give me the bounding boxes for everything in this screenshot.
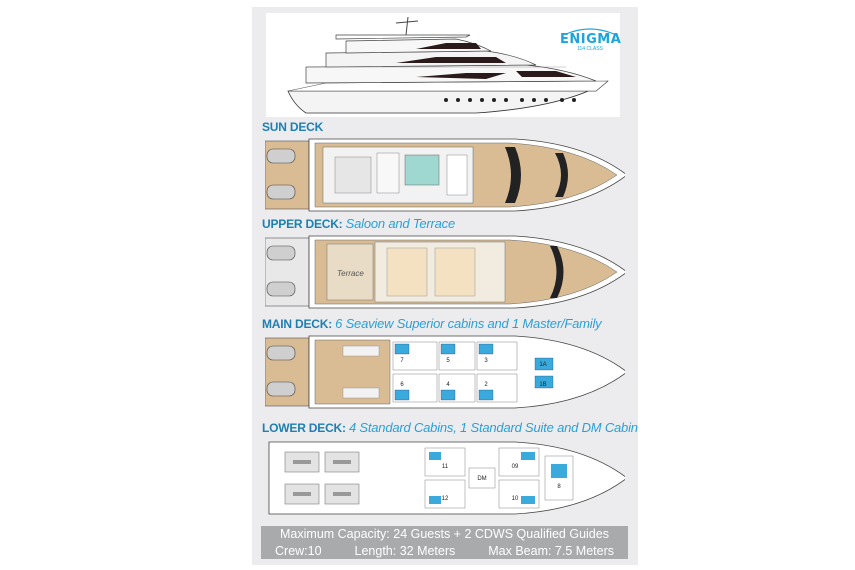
logo-text: ENIGMA xyxy=(560,32,622,47)
cabin-number: 5 xyxy=(446,358,450,364)
yacht-profile-image xyxy=(266,13,620,117)
cabin-number: 1A xyxy=(539,362,546,368)
logo-subtitle: 114 CLASS xyxy=(577,46,603,52)
cabin-number: 1B xyxy=(539,382,546,388)
deck-name: SUN DECK xyxy=(262,120,324,134)
specs-row: Crew:10 Length: 32 Meters Max Beam: 7.5 … xyxy=(261,543,628,559)
cabin-number: 12 xyxy=(442,496,449,502)
cabin-number: DM xyxy=(477,476,486,482)
main-deck-label: MAIN DECK: 6 Seaview Superior cabins and… xyxy=(262,316,602,331)
cabin-number: 6 xyxy=(400,382,404,388)
terrace-label: Terrace xyxy=(337,269,364,278)
yacht-profile-drawing xyxy=(287,16,609,114)
deck-name: MAIN DECK: xyxy=(262,317,332,331)
deck-name: UPPER DECK: xyxy=(262,217,343,231)
cabin-number: 4 xyxy=(446,382,450,388)
deck-name: LOWER DECK: xyxy=(262,421,346,435)
enigma-logo: ENIGMA 114 CLASS xyxy=(560,26,622,56)
beam-info: Max Beam: 7.5 Meters xyxy=(488,544,614,558)
sun-deck-label: SUN DECK xyxy=(262,120,323,134)
sun-deck-plan xyxy=(264,135,628,215)
deck-description: Saloon and Terrace xyxy=(345,216,456,231)
main-deck-plan: 7 5 3 6 4 2 1A 1B xyxy=(264,332,628,412)
upper-deck-plan: Terrace xyxy=(264,232,628,312)
cabin-number: 8 xyxy=(557,484,561,490)
lower-deck-plan: 11 09 DM 12 10 8 xyxy=(265,438,628,518)
length-info: Length: 32 Meters xyxy=(354,544,456,558)
cabin-number: 2 xyxy=(484,382,488,388)
upper-deck-label: UPPER DECK: Saloon and Terrace xyxy=(262,216,455,231)
cabin-number: 7 xyxy=(400,358,404,364)
deck-description: 4 Standard Cabins, 1 Standard Suite and … xyxy=(348,420,638,435)
capacity-info: Maximum Capacity: 24 Guests + 2 CDWS Qua… xyxy=(261,526,628,543)
lower-deck-label: LOWER DECK: 4 Standard Cabins, 1 Standar… xyxy=(262,420,638,435)
crew-info: Crew:10 xyxy=(275,544,322,558)
cabin-number: 3 xyxy=(484,358,488,364)
deck-description: 6 Seaview Superior cabins and 1 Master/F… xyxy=(335,316,602,331)
cabin-number: 09 xyxy=(512,464,519,470)
logo-swoosh-icon xyxy=(565,28,615,35)
cabin-number: 11 xyxy=(442,464,449,470)
cabin-number: 10 xyxy=(512,496,519,502)
